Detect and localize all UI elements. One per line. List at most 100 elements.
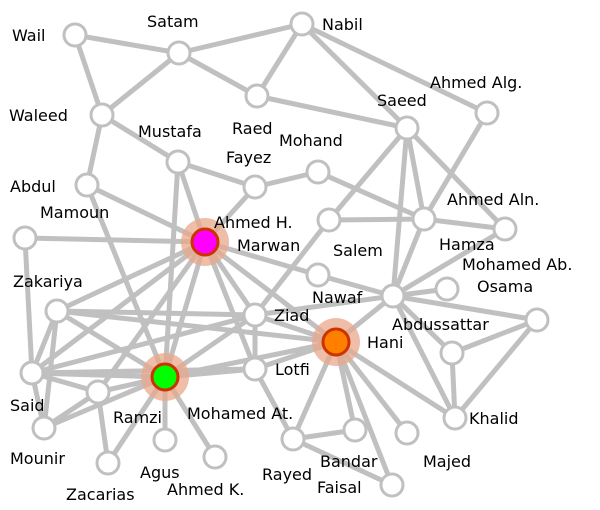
node-label: Ahmed K. bbox=[167, 480, 244, 499]
node-Abdul[interactable] bbox=[74, 172, 100, 198]
edge-Mohand-AhmedAln bbox=[316, 169, 426, 222]
edge-Nawaf-Abdussattar bbox=[391, 294, 454, 355]
edge-Nawaf-MohamedAb bbox=[392, 293, 538, 323]
node-label: Fayez bbox=[226, 148, 271, 167]
node-label: Satam bbox=[147, 12, 199, 31]
edge-AhmedH-Ramzi bbox=[95, 240, 208, 394]
edge-AhmedAlg-AhmedAln bbox=[421, 111, 490, 221]
edge-Wail-Satam bbox=[74, 32, 180, 56]
node-Mamoun[interactable] bbox=[12, 225, 38, 251]
node-label: Mohamed At. bbox=[187, 404, 293, 423]
node-label: Ahmed Alg. bbox=[430, 73, 522, 92]
node-MohamedAt[interactable] bbox=[150, 362, 180, 392]
edge-MohamedAb-Khalid bbox=[453, 318, 539, 420]
node-Nawaf[interactable] bbox=[380, 283, 406, 309]
node-Khalid[interactable] bbox=[442, 405, 468, 431]
edge-Saeed-Salem bbox=[327, 126, 409, 222]
node-Majed[interactable] bbox=[394, 420, 420, 446]
edge-Ziad-Zakariya bbox=[56, 308, 256, 318]
node-Hamza[interactable] bbox=[492, 216, 518, 242]
node-Marwan[interactable] bbox=[305, 262, 331, 288]
node-Lotfi[interactable] bbox=[242, 356, 268, 382]
node-label: Mohand bbox=[279, 131, 343, 150]
node-label: Majed bbox=[423, 452, 471, 471]
node-label: Hamza bbox=[439, 235, 495, 254]
edge-AhmedAln-Hamza bbox=[423, 216, 506, 232]
node-label: Bandar bbox=[320, 452, 378, 471]
node-label: Nawaf bbox=[312, 288, 363, 307]
edge-Zakariya-Mounir bbox=[41, 310, 60, 429]
edge-Nawaf-Ziad bbox=[254, 293, 394, 318]
node-Hani[interactable] bbox=[321, 327, 351, 357]
edge-Hamza-Nawaf bbox=[391, 226, 507, 299]
edge-Waleed-Mustafa bbox=[100, 112, 180, 165]
node-Mohand[interactable] bbox=[305, 159, 331, 185]
node-Saeed[interactable] bbox=[394, 115, 420, 141]
node-Abdussattar[interactable] bbox=[439, 340, 465, 366]
node-Mounir[interactable] bbox=[31, 415, 57, 441]
node-label: Mustafa bbox=[138, 122, 202, 141]
node-label: Saeed bbox=[377, 91, 427, 110]
node-Faisal[interactable] bbox=[379, 472, 405, 498]
edge-Nabil-AhmedAlg bbox=[300, 21, 489, 116]
edge-Mamoun-AhmedH bbox=[24, 235, 206, 245]
node-label: Faisal bbox=[317, 478, 362, 497]
edge-Nabil-Saeed bbox=[300, 22, 409, 130]
node-Ziad[interactable] bbox=[242, 302, 268, 328]
edge-Ziad-Said bbox=[31, 312, 256, 376]
node-label: Salem bbox=[333, 241, 383, 260]
edge-Saeed-Nawaf bbox=[390, 127, 410, 297]
node-label: Nabil bbox=[322, 15, 363, 34]
node-Ramzi[interactable] bbox=[85, 379, 111, 405]
node-Zakariya[interactable] bbox=[44, 298, 70, 324]
node-label: Mounir bbox=[10, 449, 65, 468]
node-AhmedH[interactable] bbox=[190, 227, 220, 257]
node-label: Agus bbox=[140, 463, 180, 482]
node-Fayez[interactable] bbox=[242, 174, 268, 200]
edge-Rayed-Lotfi bbox=[252, 367, 296, 441]
node-Salem[interactable] bbox=[316, 207, 342, 233]
edge-Wail-Waleed bbox=[72, 34, 105, 116]
node-label: Raed bbox=[232, 119, 273, 138]
node-Bandar[interactable] bbox=[342, 417, 368, 443]
node-Agus[interactable] bbox=[152, 427, 178, 453]
node-Raed[interactable] bbox=[244, 83, 270, 109]
node-Zacarias[interactable] bbox=[95, 450, 121, 476]
node-Osama[interactable] bbox=[434, 276, 460, 302]
edge-Nabil-Raed bbox=[254, 22, 305, 98]
node-label: Osama bbox=[477, 277, 533, 296]
node-AhmedAln[interactable] bbox=[411, 206, 437, 232]
edge-Saeed-AhmedAln bbox=[404, 127, 427, 220]
node-Wail[interactable] bbox=[62, 22, 88, 48]
edge-Satam-Raed bbox=[177, 50, 259, 99]
node-label: Lotfi bbox=[275, 360, 310, 379]
edge-AhmedAln-Nawaf bbox=[390, 218, 427, 297]
node-label: Khalid bbox=[469, 409, 518, 428]
node-Waleed[interactable] bbox=[89, 102, 115, 128]
edge-Satam-Waleed bbox=[100, 51, 181, 117]
node-AhmedK[interactable] bbox=[202, 444, 228, 470]
node-label: Ramzi bbox=[113, 408, 162, 427]
node-Nabil[interactable] bbox=[289, 11, 315, 37]
node-Rayed[interactable] bbox=[280, 426, 306, 452]
node-MohamedAb[interactable] bbox=[524, 307, 550, 333]
node-label: Said bbox=[10, 396, 45, 415]
node-Said[interactable] bbox=[19, 360, 45, 386]
node-AhmedAlg[interactable] bbox=[474, 100, 500, 126]
node-label: Zakariya bbox=[13, 272, 83, 291]
node-label: Abdussattar bbox=[392, 315, 489, 334]
edge-Mustafa-Fayez bbox=[177, 159, 256, 190]
edge-Marwan-Nawaf bbox=[317, 272, 394, 299]
edge-Satam-Nabil bbox=[178, 21, 303, 56]
node-Satam[interactable] bbox=[166, 40, 192, 66]
edge-Mamoun-Said bbox=[22, 237, 35, 374]
node-label: Marwan bbox=[237, 236, 300, 255]
node-label: Hani bbox=[367, 333, 403, 352]
edge-AhmedH-Hani bbox=[203, 240, 338, 344]
edge-Abdussattar-MohamedAb bbox=[451, 317, 538, 356]
node-label: Ziad bbox=[274, 306, 309, 325]
node-Mustafa[interactable] bbox=[165, 149, 191, 175]
edge-Rayed-Faisal bbox=[291, 436, 394, 488]
node-label: Mohamed Ab. bbox=[462, 255, 572, 274]
